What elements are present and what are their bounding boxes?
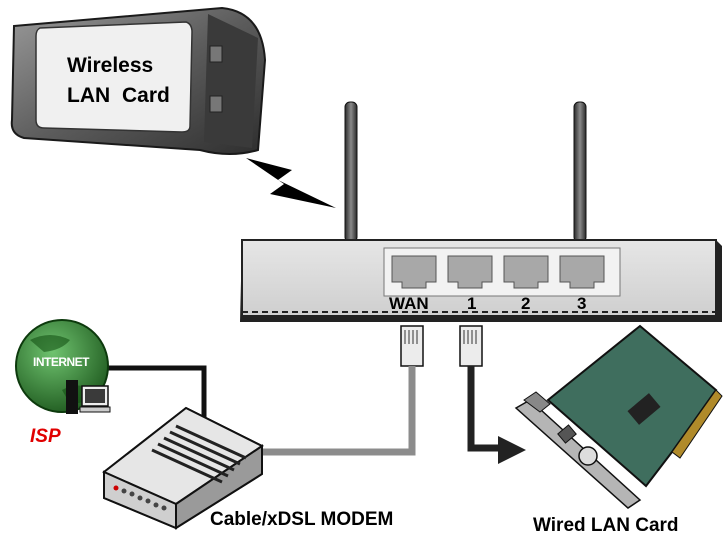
port-label-wan: WAN bbox=[389, 294, 429, 314]
port-label-3: 3 bbox=[577, 294, 586, 314]
wan-cable bbox=[262, 366, 412, 452]
lan-cable bbox=[471, 366, 498, 448]
wired-lan-card-label: Wired LAN Card bbox=[533, 515, 679, 537]
isp-label: ISP bbox=[30, 426, 61, 448]
router bbox=[240, 240, 722, 322]
wireless-signal-icon bbox=[246, 158, 336, 208]
wireless-pcmcia-card bbox=[12, 8, 265, 154]
wireless-card-label-line2: LAN Card bbox=[67, 84, 170, 108]
wired-lan-pci-card bbox=[516, 326, 722, 508]
lan-cable-arrow bbox=[498, 436, 526, 464]
lan-rj45-plug bbox=[460, 326, 482, 366]
port-label-2: 2 bbox=[521, 294, 530, 314]
wireless-card-label-line1: Wireless bbox=[67, 54, 153, 78]
router-antenna-right bbox=[574, 102, 586, 242]
internet-label: INTERNET bbox=[33, 355, 89, 369]
router-antenna-left bbox=[345, 102, 357, 242]
modem-label: Cable/xDSL MODEM bbox=[210, 509, 393, 531]
wan-rj45-plug bbox=[401, 326, 423, 366]
port-label-1: 1 bbox=[467, 294, 476, 314]
